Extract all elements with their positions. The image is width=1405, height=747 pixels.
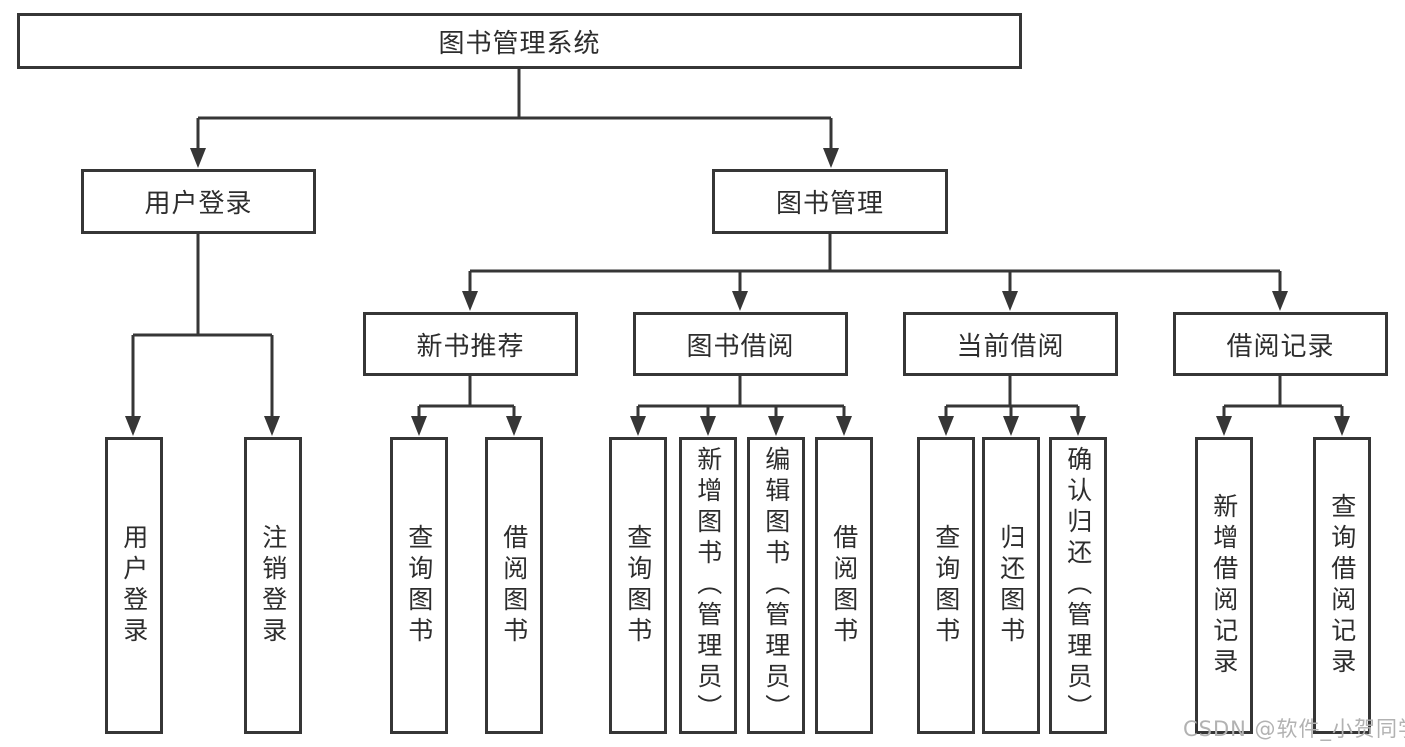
arrow-down-icon xyxy=(768,416,784,436)
node-book-borrow-label: 图书借阅 xyxy=(686,331,795,362)
connector-user-login xyxy=(131,234,274,418)
arrow-down-icon xyxy=(700,416,716,436)
arrow-down-icon xyxy=(1334,416,1350,436)
leaf-user-login: 用户登录 xyxy=(105,437,163,734)
connector-current-borrow xyxy=(944,376,1080,418)
connector-new-books xyxy=(417,376,516,418)
node-user-login: 用户登录 xyxy=(81,169,316,234)
leaf-label: 用户登录 xyxy=(119,523,149,648)
leaf-confirm-return-admin: 确认归还（管理员） xyxy=(1049,437,1107,734)
arrow-down-icon xyxy=(1070,416,1086,436)
node-new-books-label: 新书推荐 xyxy=(416,331,525,362)
leaf-label: 确认归还（管理员） xyxy=(1063,446,1093,725)
arrow-down-icon xyxy=(630,416,646,436)
arrow-down-icon xyxy=(836,416,852,436)
node-borrow-records-label: 借阅记录 xyxy=(1226,331,1335,362)
leaf-query-books-current: 查询图书 xyxy=(917,437,975,734)
leaf-label: 归还图书 xyxy=(996,523,1026,648)
node-user-login-label: 用户登录 xyxy=(144,189,253,219)
arrow-down-icon xyxy=(462,291,478,311)
leaf-label: 借阅图书 xyxy=(499,523,529,648)
connector-book-mgmt xyxy=(468,234,1282,293)
leaf-logout: 注销登录 xyxy=(244,437,302,734)
leaf-label: 查询借阅记录 xyxy=(1327,492,1357,679)
node-root: 图书管理系统 xyxy=(17,13,1022,69)
leaf-borrow-books-recommend: 借阅图书 xyxy=(485,437,543,734)
arrow-down-icon xyxy=(823,148,839,168)
csdn-watermark: CSDN @软件_小贺同学 xyxy=(1183,717,1405,741)
node-book-mgmt-label: 图书管理 xyxy=(775,189,884,219)
connector-book-borrow xyxy=(636,376,846,418)
leaf-label: 新增借阅记录 xyxy=(1209,492,1239,679)
node-new-books: 新书推荐 xyxy=(363,312,578,376)
node-current-borrow: 当前借阅 xyxy=(903,312,1118,376)
leaf-borrow-books: 借阅图书 xyxy=(815,437,873,734)
leaf-query-books-borrow: 查询图书 xyxy=(609,437,667,734)
arrow-down-icon xyxy=(1002,291,1018,311)
node-root-label: 图书管理系统 xyxy=(438,28,601,59)
arrow-down-icon xyxy=(506,416,522,436)
arrow-down-icon xyxy=(1216,416,1232,436)
leaf-label: 借阅图书 xyxy=(829,523,859,648)
leaf-label: 查询图书 xyxy=(623,523,653,648)
leaf-label: 注销登录 xyxy=(258,523,288,648)
leaf-query-books-recommend: 查询图书 xyxy=(390,437,448,734)
leaf-label: 编辑图书（管理员） xyxy=(761,446,791,725)
arrow-down-icon xyxy=(938,416,954,436)
leaf-label: 查询图书 xyxy=(931,523,961,648)
connector-borrow-records xyxy=(1222,376,1344,418)
arrow-down-icon xyxy=(125,416,141,436)
leaf-add-books-admin: 新增图书（管理员） xyxy=(679,437,737,734)
leaf-edit-books-admin: 编辑图书（管理员） xyxy=(747,437,805,734)
connector-root xyxy=(196,69,833,150)
leaf-label: 查询图书 xyxy=(404,523,434,648)
node-current-borrow-label: 当前借阅 xyxy=(956,331,1065,362)
leaf-label: 新增图书（管理员） xyxy=(693,446,723,725)
leaf-add-borrow-record: 新增借阅记录 xyxy=(1195,437,1253,734)
arrow-down-icon xyxy=(411,416,427,436)
node-book-borrow: 图书借阅 xyxy=(633,312,848,376)
arrow-down-icon xyxy=(1272,291,1288,311)
node-borrow-records: 借阅记录 xyxy=(1173,312,1388,376)
arrow-down-icon xyxy=(732,291,748,311)
arrow-down-icon xyxy=(1003,416,1019,436)
arrow-down-icon xyxy=(264,416,280,436)
leaf-return-books: 归还图书 xyxy=(982,437,1040,734)
leaf-query-borrow-record: 查询借阅记录 xyxy=(1313,437,1371,734)
arrow-down-icon xyxy=(190,148,206,168)
node-book-mgmt: 图书管理 xyxy=(712,169,948,234)
